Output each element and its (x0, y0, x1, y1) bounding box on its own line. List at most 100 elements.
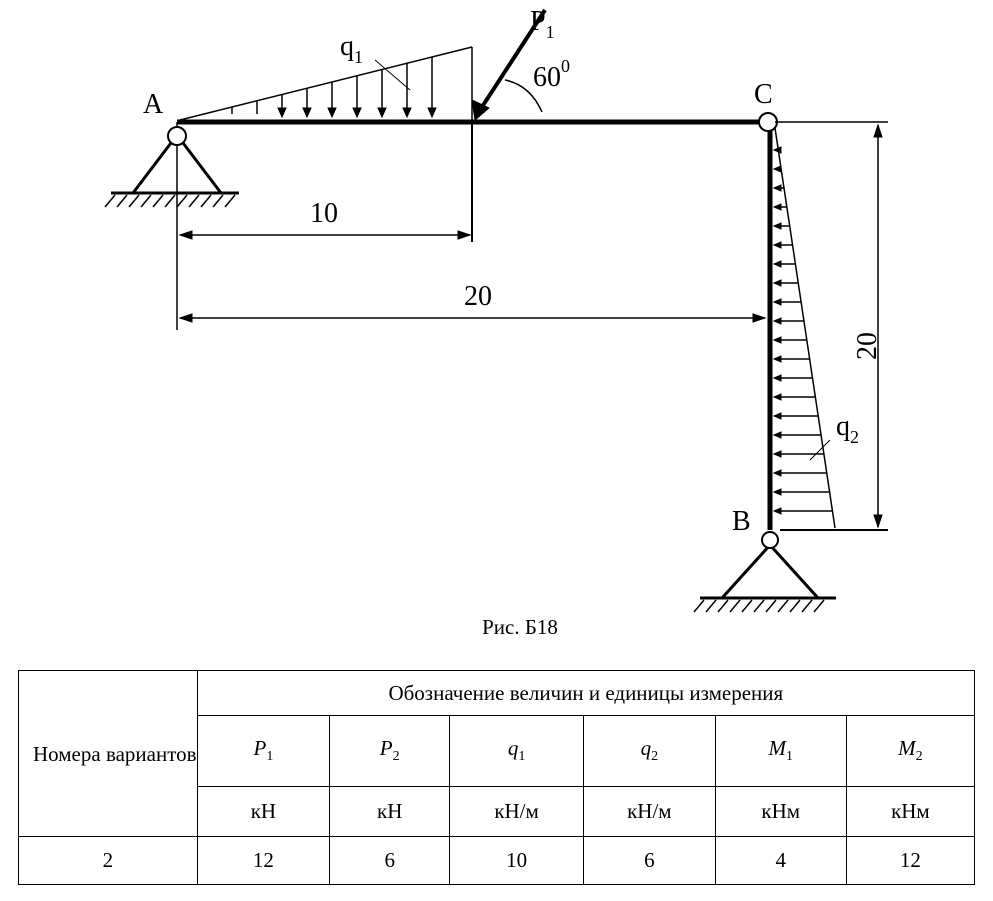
value-cell: 12 (196, 836, 331, 885)
support-a-hatch (200, 194, 212, 208)
unit-cell: кНм (845, 786, 976, 837)
load-q1-outline (179, 46, 473, 121)
load-q2-arrowhead (772, 374, 782, 382)
load-q1-arrowhead (377, 107, 387, 119)
support-b-hatch (693, 599, 705, 613)
load-q2-arrowhead (772, 317, 782, 325)
value-cell: 6 (582, 836, 716, 885)
support-b-hatch (729, 599, 741, 613)
symbol-m1: M1 (714, 715, 847, 787)
load-q2-arrowhead (772, 184, 782, 192)
symbol-p1: P1 (196, 715, 331, 787)
load-q1-arrowhead (402, 107, 412, 119)
support-b-leg (720, 543, 772, 600)
value-cell: 6 (329, 836, 451, 885)
diagram-lines (104, 8, 888, 613)
load-q1-arrowhead (352, 107, 362, 119)
load-q2-arrowhead (772, 450, 782, 458)
label-load-q2: q2 (836, 411, 859, 447)
label-force-p1: P1 (530, 6, 555, 42)
value-cell: 4 (714, 836, 847, 885)
unit-cell: кНм (714, 786, 847, 837)
hinge-b (761, 531, 779, 549)
dimension-arrow (873, 123, 883, 138)
support-b-hatch (717, 599, 729, 613)
load-q2-arrowhead (772, 431, 782, 439)
support-a-hatch (224, 194, 236, 208)
load-q2-arrowhead (772, 469, 782, 477)
support-a-hatch (188, 194, 200, 208)
support-b-hatch (813, 599, 825, 613)
load-q2-arrowhead (772, 279, 782, 287)
unit-cell: кН (329, 786, 451, 837)
support-b-hatch (801, 599, 813, 613)
hinge-a (167, 126, 187, 146)
load-q2-outline (774, 127, 836, 529)
support-a-hatch (164, 194, 176, 208)
figure-caption: Рис. Б18 (482, 615, 558, 639)
support-a-hatch (152, 194, 164, 208)
load-q2-arrowhead (772, 507, 782, 515)
support-b-hatch (765, 599, 777, 613)
dimension-arrow (178, 230, 193, 240)
support-a-leg (131, 134, 179, 194)
support-b-hatch (753, 599, 765, 613)
unit-cell: кН (196, 786, 331, 837)
row-header: Номера вариантов (18, 670, 198, 837)
load-q2-arrowhead (772, 222, 782, 230)
support-a-hatch (104, 194, 116, 208)
load-q2-arrowhead (772, 355, 782, 363)
label-load-q1: q1 (340, 31, 363, 67)
support-a-hatch (140, 194, 152, 208)
dimension-arrow (457, 230, 472, 240)
label-angle: 600 (533, 56, 570, 93)
support-b-hatch (705, 599, 717, 613)
dimension-arrow (873, 514, 883, 529)
dimension-20-horizontal: 20 (464, 281, 492, 312)
load-q2-leader (809, 439, 831, 461)
support-b-hatch (777, 599, 789, 613)
variant-number: 2 (18, 836, 198, 885)
support-b-leg (768, 543, 820, 600)
variant-table: Номера вариантов Обозначение величин и е… (18, 670, 976, 885)
value-cell: 12 (845, 836, 976, 885)
support-a-leg (175, 134, 223, 194)
support-a-hatch (116, 194, 128, 208)
label-point-a: A (143, 89, 164, 120)
load-q1-arrowhead (302, 107, 312, 119)
support-a-hatch (128, 194, 140, 208)
beam-frame-diagram: A C B P1 q1 q2 600 10 20 20 (104, 6, 888, 613)
dimension-arrow (752, 313, 767, 323)
load-q2-arrowhead (772, 241, 782, 249)
group-header: Обозначение величин и единицы измерения (196, 670, 976, 716)
load-q2-arrowhead (772, 336, 782, 344)
load-q2-arrowhead (772, 203, 782, 211)
symbol-m2: M2 (845, 715, 976, 787)
label-point-b: B (732, 506, 751, 537)
unit-cell: кН/м (449, 786, 584, 837)
load-q2-arrowhead (772, 298, 782, 306)
label-point-c: C (754, 79, 773, 110)
value-cell: 10 (449, 836, 584, 885)
load-q2-arrowhead (772, 146, 782, 154)
dimension-arrow (178, 313, 193, 323)
symbol-p2: P2 (329, 715, 451, 787)
load-q1-leader (374, 59, 411, 91)
load-q1-arrowhead (277, 107, 287, 119)
load-q2-arrowhead (772, 412, 782, 420)
load-q2-arrowhead (772, 165, 782, 173)
support-b-hatch (789, 599, 801, 613)
force-p1-arrowhead (471, 99, 490, 121)
unit-cell: кН/м (582, 786, 716, 837)
dimension-10: 10 (310, 198, 338, 229)
dimension-20-vertical: 20 (852, 332, 883, 360)
angle-arc (504, 79, 543, 113)
support-a-hatch (176, 194, 188, 208)
support-a-hatch (212, 194, 224, 208)
symbol-q1: q1 (449, 715, 584, 787)
load-q1-arrowhead (427, 107, 437, 119)
load-q2-arrowhead (772, 260, 782, 268)
load-q2-arrowhead (772, 393, 782, 401)
symbol-q2: q2 (582, 715, 716, 787)
load-q1-arrowhead (327, 107, 337, 119)
